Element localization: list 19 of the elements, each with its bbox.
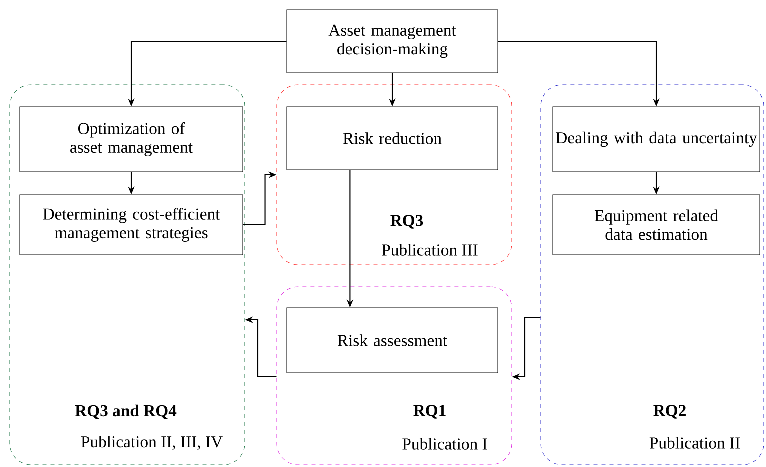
publication-label: Publication I bbox=[402, 438, 488, 450]
process-box: Asset management decision-making bbox=[286, 10, 498, 74]
group-heading: RQ3 bbox=[390, 215, 424, 229]
publication-label: Publication III bbox=[382, 244, 478, 256]
dashed-group bbox=[10, 84, 246, 466]
group-heading: RQ3 and RQ4 bbox=[75, 404, 177, 420]
publication-label: Publication II bbox=[650, 437, 740, 449]
dashed-group bbox=[276, 84, 512, 266]
publication-label: Publication II, III, IV bbox=[81, 436, 223, 450]
process-box: Optimization of asset management bbox=[20, 106, 244, 172]
dashed-group bbox=[540, 84, 764, 466]
group-heading: RQ2 bbox=[654, 405, 686, 419]
process-box: Equipment related data estimation bbox=[552, 194, 760, 256]
process-box: Determining cost-efficient management strategies bbox=[20, 194, 244, 256]
process-box: Risk assessment bbox=[286, 308, 498, 374]
process-box: Dealing with data uncertainty bbox=[552, 106, 760, 172]
process-box: Risk reduction bbox=[286, 106, 498, 170]
group-heading: RQ1 bbox=[414, 405, 446, 419]
dashed-group bbox=[276, 286, 512, 466]
